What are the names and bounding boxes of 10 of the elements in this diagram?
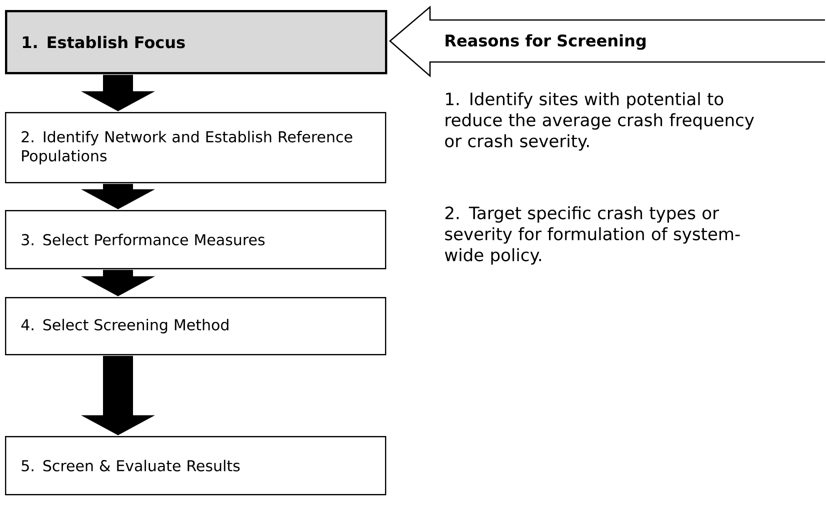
process-box: 1. Establish Focus [5, 10, 388, 74]
process-box: 5. Screen & Evaluate Results [5, 436, 386, 496]
block-arrow [81, 270, 155, 296]
process-box: 3. Select Performance Measures [5, 210, 386, 270]
block-arrow [81, 184, 155, 210]
process-box: 2. Identify Network and Establish Reference Populations [5, 112, 386, 184]
block-arrow [81, 356, 155, 436]
process-box: 4. Select Screening Method [5, 297, 386, 356]
list-item: 2. Target specific crash types or severity for formulation of system-wide policy. [444, 206, 740, 265]
block-arrow [81, 74, 155, 112]
